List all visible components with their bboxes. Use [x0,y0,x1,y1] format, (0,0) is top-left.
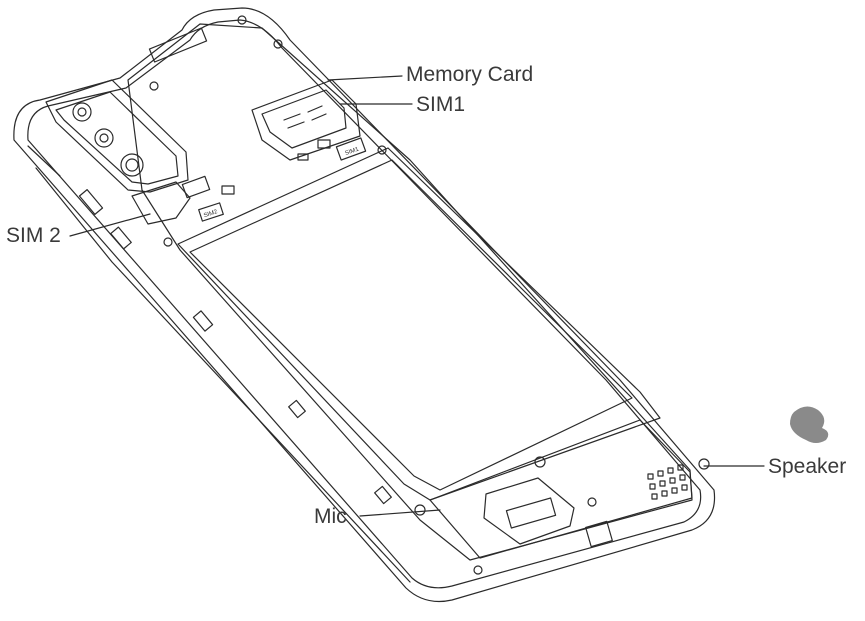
slot-small-rect [297,153,309,161]
screw-top-mid [273,39,283,49]
leader-memory-card [327,75,403,81]
battery-compartment [177,147,661,501]
phone-inner-rim [27,19,702,589]
usb-port [585,520,613,548]
screw-bottom-right [698,458,710,470]
sim1-tray-text: SIM1 [344,146,360,157]
screw-top-right [237,15,247,25]
slot-contact-1 [283,113,301,121]
camera-flash [120,153,144,177]
side-button-1 [78,188,104,216]
brand-logo-icon [790,406,829,443]
slot-contact-4 [311,113,327,121]
leader-sim2 [69,213,151,237]
camera-module [45,79,189,193]
camera-module-inner [55,91,179,185]
mic-module [483,477,575,545]
mic-grille [505,497,557,529]
sim2-tray-marker [198,202,224,222]
mic-label: Mic [314,505,347,528]
sim1-label: SIM1 [416,93,466,116]
sim2-small-rect [221,185,235,195]
camera-lens-2 [94,128,114,148]
back-frame [127,23,693,561]
phone-outer-body [13,7,716,603]
screw-top-left [149,81,159,91]
sim2-tray-text: SIM2 [203,209,219,219]
camera-lens-1 [72,102,92,122]
camera-flash-inner [125,158,139,172]
battery-inner-line [189,159,633,491]
camera-lens-2-inner [99,133,109,143]
memory-card-label: Memory Card [406,63,534,86]
side-clip-2 [374,485,392,505]
side-button-2 [110,226,132,250]
left-rail [27,145,411,583]
sim2-label: SIM 2 [6,224,61,247]
screw-bottom-corner [473,565,483,575]
side-clip-1 [288,399,306,419]
bottom-plate [429,419,693,559]
leader-mic [359,509,441,517]
screw-mid-right [377,145,387,155]
slot-contact-3 [307,105,323,113]
sim1-tray-marker [335,137,367,161]
side-button-3 [192,310,214,332]
screw-bottom-center [534,456,546,468]
slot-small-rect-2 [317,139,331,149]
sim2-slot [131,181,191,225]
screw-bottom-mid [587,497,597,507]
sim2-connector [181,175,211,199]
top-connector [148,27,208,63]
slot-contact-2 [287,121,305,129]
speaker-label: Speaker [768,455,847,478]
memory-card-slot [251,79,361,161]
speaker-grille [647,464,688,500]
screw-bottom-left [414,504,426,516]
memory-card-slot-inner [261,89,347,149]
screw-mid-left [163,237,173,247]
camera-lens-1-inner [77,107,87,117]
